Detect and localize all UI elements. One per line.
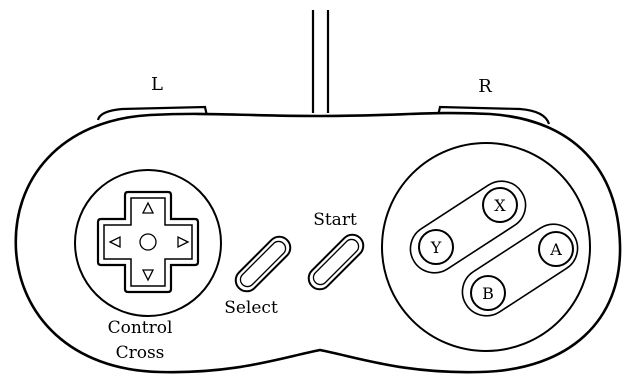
xy-capsule (409, 180, 527, 274)
y-button-label: Y (430, 238, 442, 257)
triangle-right-icon (177, 235, 190, 249)
right-shoulder-label: R (478, 76, 492, 97)
start-label: Start (313, 210, 357, 230)
circle-icon (139, 233, 157, 251)
cable (311, 10, 330, 113)
triangle-up-icon (141, 201, 155, 214)
y-button[interactable]: Y (418, 229, 454, 265)
face-button-group: X Y A B (381, 142, 591, 352)
a-button-label: A (549, 240, 562, 259)
control-cross-label-line2: Cross (116, 343, 165, 363)
b-button-label: B (482, 284, 494, 303)
start-button[interactable] (304, 230, 368, 294)
control-cross-inner (103, 197, 193, 287)
triangle-left-icon (108, 235, 121, 249)
x-button-label: X (494, 196, 506, 215)
a-button[interactable]: A (538, 231, 574, 267)
dpad-recess (74, 169, 222, 317)
triangle-down-icon (141, 269, 155, 282)
x-button[interactable]: X (482, 187, 518, 223)
select-label: Select (224, 298, 278, 318)
ab-capsule (461, 223, 579, 317)
face-button-recess (381, 142, 591, 352)
dpad-group (74, 169, 222, 317)
left-shoulder-label: L (151, 74, 163, 95)
control-cross-label-line1: Control (108, 318, 173, 338)
b-button[interactable]: B (470, 275, 506, 311)
